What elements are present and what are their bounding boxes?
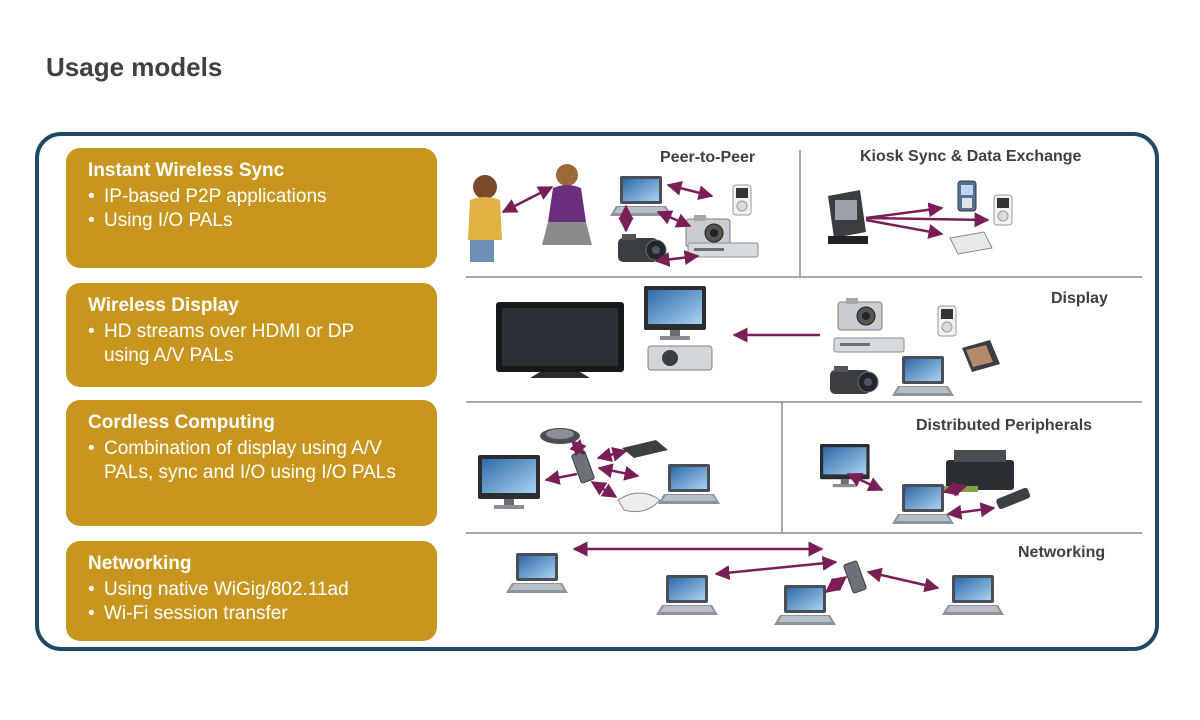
model-heading: Cordless Computing	[88, 412, 275, 433]
arrow	[865, 218, 944, 239]
arrow	[865, 202, 944, 220]
model-bullet: IP-based P2P applications	[88, 185, 415, 209]
panel-label-distributed-peripherals: Distributed Peripherals	[916, 417, 1092, 434]
arrow	[654, 250, 700, 267]
arrow	[666, 180, 714, 201]
usb-drive-icon	[996, 487, 1031, 510]
model-heading: Networking	[88, 553, 192, 574]
panel-label-networking: Networking	[1018, 544, 1105, 561]
page-title: Usage models	[46, 52, 223, 82]
projector-icon	[647, 345, 713, 371]
laptop-icon	[656, 575, 718, 615]
panel-label-peer-to-peer: Peer-to-Peer	[660, 149, 755, 166]
arrow	[714, 555, 838, 581]
model-box-cordless-computing: Cordless Computing Combination of displa…	[66, 400, 437, 526]
media-player-icon	[937, 305, 957, 337]
arrow	[590, 480, 618, 499]
model-heading: Instant Wireless Sync	[88, 160, 285, 181]
arrow	[596, 446, 628, 463]
external-drive-icon	[622, 440, 668, 458]
laptop-icon	[658, 464, 720, 504]
kiosk-icon	[828, 190, 868, 244]
model-bullet: Using native WiGig/802.11ad	[88, 578, 415, 602]
camera-icon	[685, 214, 731, 248]
person-icon	[468, 175, 502, 262]
model-bullet: HD streams over HDMI or DP using A/V PAL…	[88, 320, 404, 368]
phone-icon	[957, 180, 977, 212]
printer-icon	[944, 450, 1014, 492]
model-bullet: Wi-Fi session transfer	[88, 602, 415, 626]
monitor-icon	[644, 286, 706, 340]
camcorder-icon	[617, 233, 667, 263]
model-heading: Wireless Display	[88, 295, 239, 316]
arrow	[544, 470, 578, 485]
panel-label-display: Display	[1051, 290, 1108, 307]
diagram-frame	[35, 132, 1159, 651]
handheld-device-icon	[949, 231, 993, 255]
arrow	[824, 576, 848, 593]
tv-icon	[496, 302, 624, 378]
person-icon	[542, 164, 592, 245]
arrow	[597, 463, 640, 481]
arrow	[569, 438, 587, 457]
camera-icon	[837, 297, 883, 331]
media-player-icon	[993, 194, 1013, 226]
dvd-player-icon	[833, 337, 905, 353]
arrow	[866, 567, 940, 593]
wireless-dock-icon	[570, 450, 596, 484]
laptop-icon	[942, 575, 1004, 615]
dvd-player-icon	[687, 242, 759, 258]
arrow	[946, 502, 996, 520]
mouse-icon	[617, 492, 661, 513]
laptop-icon	[610, 176, 672, 216]
arrow	[865, 212, 990, 228]
panel-label-kiosk: Kiosk Sync & Data Exchange	[860, 148, 1082, 165]
model-bullet: Combination of display using A/V PALs, s…	[88, 437, 404, 485]
handheld-device-icon	[962, 340, 1000, 372]
monitor-icon	[478, 455, 540, 509]
camcorder-icon	[829, 365, 879, 395]
arrow	[656, 210, 692, 228]
laptop-icon	[506, 553, 568, 593]
access-point-icon	[842, 560, 868, 594]
model-bullet: Using I/O PALs	[88, 209, 415, 233]
arrow	[846, 472, 884, 492]
media-player-icon	[732, 184, 752, 216]
arrow	[942, 481, 968, 497]
model-box-instant-wireless-sync: Instant Wireless Sync IP-based P2P appli…	[66, 148, 437, 268]
model-box-networking: Networking Using native WiGig/802.11ad W…	[66, 541, 437, 641]
model-box-wireless-display: Wireless Display HD streams over HDMI or…	[66, 283, 437, 387]
arrow	[501, 185, 554, 214]
laptop-icon	[892, 356, 954, 396]
